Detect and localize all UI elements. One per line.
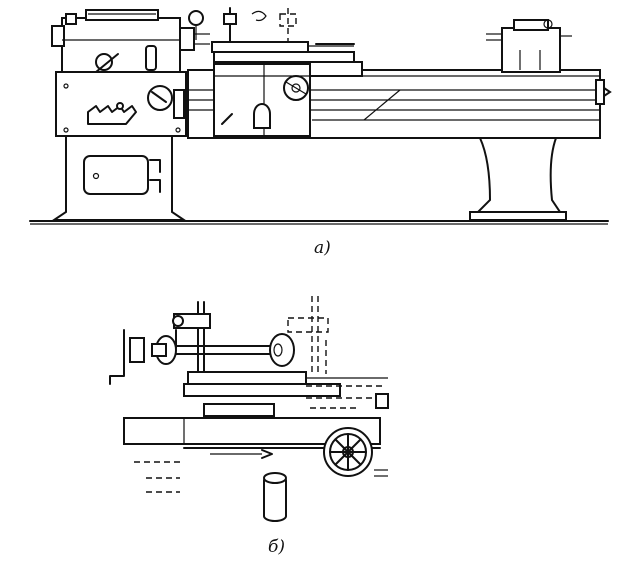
headstock-lever [95,53,119,73]
caption-b: б) [268,537,286,557]
workpiece-cylinder [263,472,287,522]
headstock-lever-hub [95,53,113,71]
headstock-knob [145,45,157,71]
carriage-detail-view [109,296,389,522]
feed-arrow [261,449,273,459]
right-pedestal-body [475,137,562,213]
tailstock [486,19,572,73]
carriage-slides [211,41,355,63]
caption-a: а) [314,238,331,258]
right-pedestal [469,137,567,221]
pedestal-door [83,155,149,195]
dial-indicator [188,7,297,45]
headstock-upper-box [61,17,181,77]
top-slide [187,371,307,385]
headstock-cover [85,9,159,21]
screw-end-block [129,337,145,363]
cross-slide [183,383,341,397]
headstock [51,9,210,77]
spindle-nose [179,27,195,51]
dial-gauge-icon [188,10,204,26]
lathe-side-view [29,7,612,225]
tailstock-body [501,27,561,73]
left-pedestal [50,135,188,221]
saddle [203,403,275,417]
